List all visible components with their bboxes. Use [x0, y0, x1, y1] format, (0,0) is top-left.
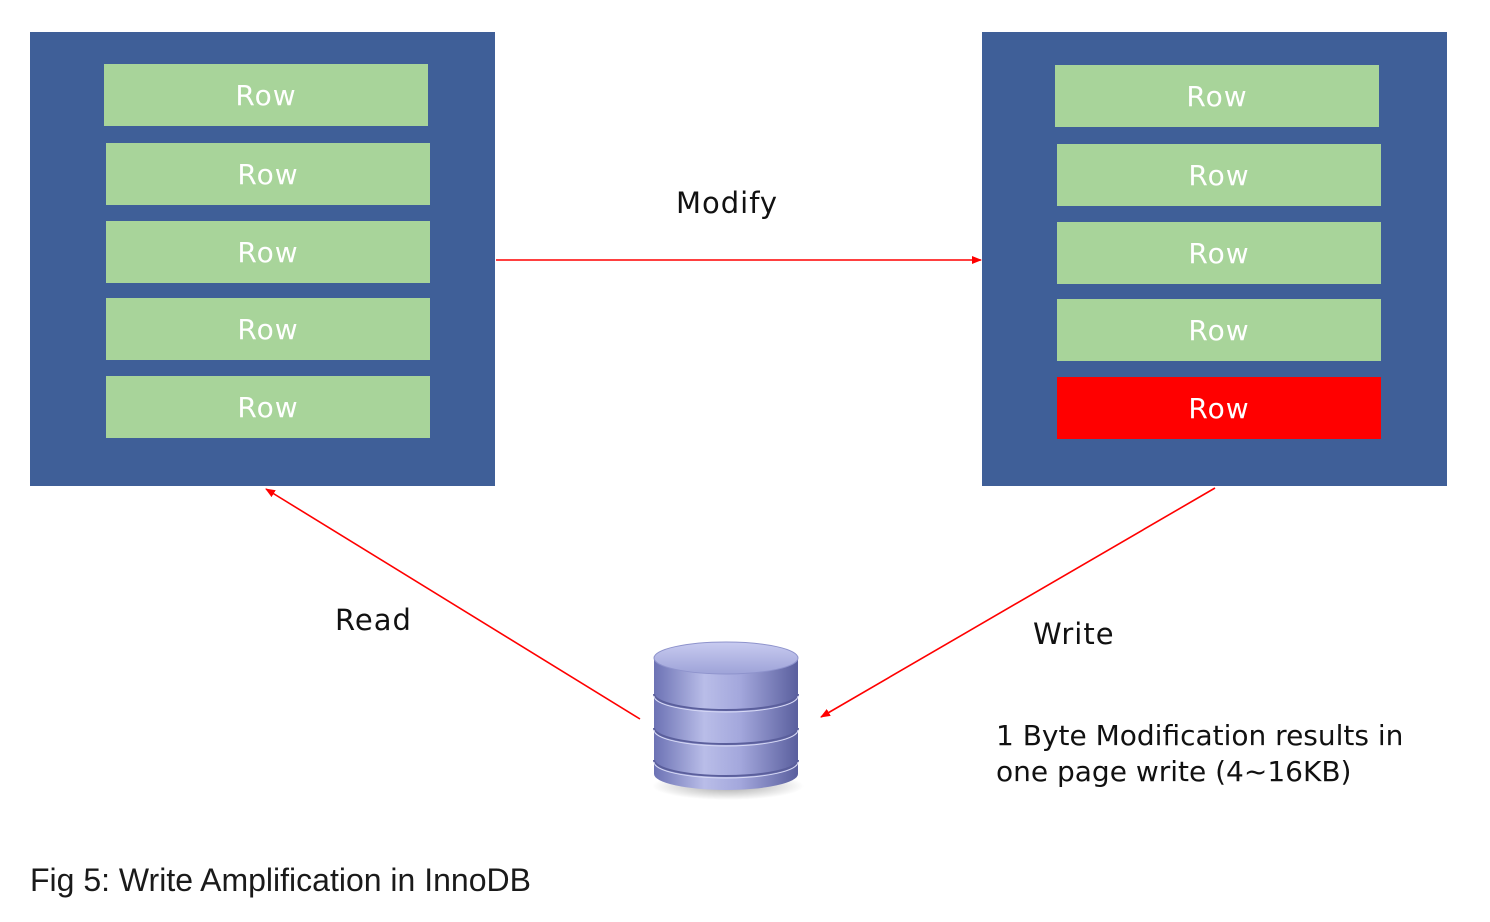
figure-caption: Fig 5: Write Amplification in InnoDB: [30, 862, 531, 898]
row-block: Row: [1057, 144, 1381, 206]
page-after-modify: Row Row Row Row Row: [982, 32, 1447, 486]
row-block: Row: [106, 143, 430, 205]
row-block: Row: [104, 64, 428, 126]
page-before-modify: Row Row Row Row Row: [30, 32, 495, 486]
database-icon: [652, 641, 804, 800]
read-arrow: [265, 488, 641, 720]
write-arrow: [820, 487, 1216, 718]
row-block: Row: [1057, 222, 1381, 284]
row-block: Row: [106, 376, 430, 438]
row-block: Row: [106, 298, 430, 360]
row-block: Row: [1055, 65, 1379, 127]
note-line: 1 Byte Modification results in: [996, 719, 1404, 752]
write-label: Write: [1033, 617, 1115, 651]
row-block: Row: [106, 221, 430, 283]
row-block: Row: [1057, 299, 1381, 361]
read-label: Read: [335, 603, 412, 637]
modify-label: Modify: [676, 186, 779, 220]
note-line: one page write (4~16KB): [996, 755, 1352, 788]
modified-row-block: Row: [1057, 377, 1381, 439]
write-amplification-note: 1 Byte Modification results in one page …: [996, 718, 1466, 790]
